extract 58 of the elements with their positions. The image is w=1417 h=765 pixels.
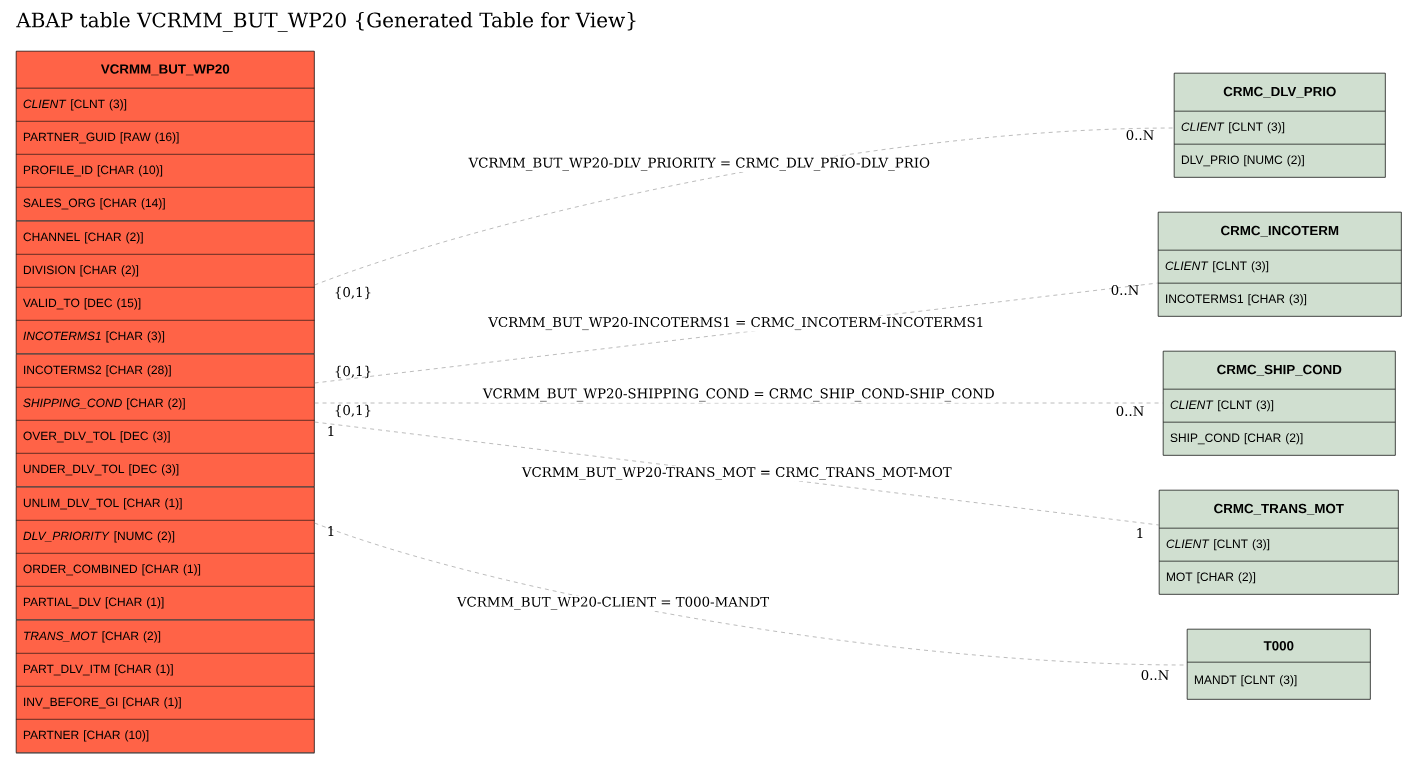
- table-header: CRMC_INCOTERM: [1158, 212, 1402, 251]
- edge-label: VCRMM_BUT_WP20-DLV_PRIORITY = CRMC_DLV_PRIO-DLV_PRIO: [467, 156, 932, 172]
- table-row: SHIP_COND [CHAR (2)]: [1163, 422, 1396, 456]
- cardinality-label: {0,1}: [335, 404, 371, 418]
- cardinality-label: {0,1}: [335, 286, 371, 300]
- table-row: CLIENT [CLNT (3)]: [1158, 250, 1402, 284]
- table-header: CRMC_SHIP_COND: [1163, 351, 1396, 390]
- table-row: SHIPPING_COND [CHAR (2)]: [16, 387, 315, 421]
- table-header: T000: [1187, 629, 1371, 663]
- table-row: OVER_DLV_TOL [DEC (3)]: [16, 420, 315, 454]
- table: [16, 51, 315, 754]
- table-row: PARTNER_GUID [RAW (16)]: [16, 121, 315, 155]
- table-row: PARTIAL_DLV [CHAR (1)]: [16, 586, 315, 620]
- table: [1174, 73, 1386, 178]
- table-header: VCRMM_BUT_WP20: [16, 51, 315, 89]
- table-row: PART_DLV_ITM [CHAR (1)]: [16, 653, 315, 687]
- table-row: CLIENT [CLNT (3)]: [1159, 528, 1399, 562]
- edge-label: VCRMM_BUT_WP20-INCOTERMS1 = CRMC_INCOTERM-INCOTERMS1: [487, 315, 986, 332]
- cardinality-label: 0..N: [1141, 669, 1169, 681]
- title: ABAP table VCRMM_BUT_WP20 {Generated Table for View}: [16, 12, 636, 32]
- table-row: INCOTERMS1 [CHAR (3)]: [16, 320, 315, 354]
- edge-label: VCRMM_BUT_WP20-CLIENT = T000-MANDT: [455, 595, 771, 612]
- table-row: DLV_PRIO [NUMC (2)]: [1174, 144, 1386, 178]
- table-row: MANDT [CLNT (3)]: [1187, 662, 1371, 700]
- table: [1159, 490, 1399, 595]
- table: [1163, 351, 1396, 456]
- table-row: INV_BEFORE_GI [CHAR (1)]: [16, 686, 315, 720]
- table-header: CRMC_TRANS_MOT: [1159, 490, 1399, 529]
- cardinality-label: 0..N: [1126, 129, 1154, 141]
- table-row: DLV_PRIORITY [NUMC (2)]: [16, 520, 315, 554]
- table-row: ORDER_COMBINED [CHAR (1)]: [16, 553, 315, 587]
- table-row: TRANS_MOT [CHAR (2)]: [16, 620, 315, 654]
- table: [1187, 629, 1371, 700]
- table-row: INCOTERMS2 [CHAR (28)]: [16, 354, 315, 388]
- table-header: CRMC_DLV_PRIO: [1174, 73, 1386, 112]
- table-row: PROFILE_ID [CHAR (10)]: [16, 154, 315, 188]
- relation-line: [314, 127, 1175, 286]
- table-row: CLIENT [CLNT (3)]: [1163, 389, 1396, 423]
- table-row: UNLIM_DLV_TOL [CHAR (1)]: [16, 487, 315, 521]
- table-row: PARTNER [CHAR (10)]: [16, 719, 315, 753]
- table-row: INCOTERMS1 [CHAR (3)]: [1158, 283, 1402, 317]
- table-row: CLIENT [CLNT (3)]: [1174, 111, 1386, 145]
- table-row: VALID_TO [DEC (15)]: [16, 287, 315, 321]
- table-row: MOT [CHAR (2)]: [1159, 561, 1399, 595]
- table-row: SALES_ORG [CHAR (14)]: [16, 187, 315, 221]
- table-row: DIVISION [CHAR (2)]: [16, 254, 315, 288]
- cardinality-label: 0..N: [1111, 284, 1139, 296]
- cardinality-label: 1: [328, 426, 334, 436]
- cardinality-label: 0..N: [1116, 405, 1144, 417]
- cardinality-label: {0,1}: [335, 365, 371, 379]
- cardinality-label: 1: [1137, 528, 1143, 538]
- table: [1158, 212, 1402, 317]
- table-row: UNDER_DLV_TOL [DEC (3)]: [16, 453, 315, 487]
- edge-label: VCRMM_BUT_WP20-SHIPPING_COND = CRMC_SHIP_COND-SHIP_COND: [481, 387, 996, 403]
- cardinality-label: 1: [328, 526, 334, 536]
- table-row: CHANNEL [CHAR (2)]: [16, 221, 315, 255]
- edge-label: VCRMM_BUT_WP20-TRANS_MOT = CRMC_TRANS_MOT-MOT: [520, 465, 953, 482]
- table-row: CLIENT [CLNT (3)]: [16, 88, 315, 122]
